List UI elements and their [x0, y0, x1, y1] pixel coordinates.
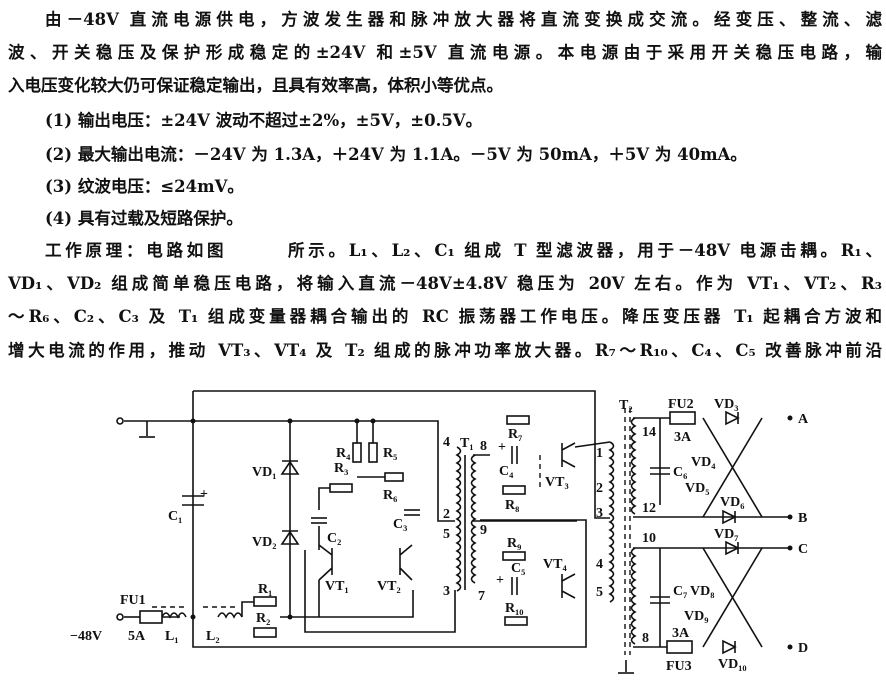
t2-pin: 2: [596, 481, 603, 496]
c4-label: C₄: [499, 464, 514, 479]
fu2-label: FU2: [668, 397, 694, 412]
r3-label: R₃: [334, 461, 348, 476]
output-b-label: B: [798, 511, 807, 526]
text-line: VD₁、VD₂ 组成简单稳压电路，将输入直流－48V±4.8V 稳压为 20V …: [8, 274, 882, 293]
vt1-label: VT₁: [325, 579, 349, 594]
t1-pin: 4: [443, 435, 450, 450]
c1-polarity: +: [200, 487, 208, 502]
vd6-label: VD₆: [720, 495, 744, 510]
t1-pin: 7: [478, 589, 485, 604]
r8-label: R₈: [505, 498, 519, 513]
l2-label: L₂: [206, 629, 220, 644]
spec-item: (4) 具有过载及短路保护。: [45, 209, 243, 228]
t1-pin: 3: [443, 584, 450, 599]
r10-label: R₁₀: [505, 601, 524, 616]
r1-label: R₁: [258, 582, 272, 597]
vd3-label: VD₃: [714, 397, 738, 412]
dashed-lines: [152, 408, 631, 655]
c3-label: C₃: [393, 517, 407, 532]
fu1-label: FU1: [120, 593, 146, 608]
vd1-label: VD₁: [252, 465, 276, 480]
fu1-rating: 5A: [128, 629, 146, 644]
vd10-label: VD₁₀: [718, 657, 747, 672]
vd5-label: VD₅: [685, 481, 709, 496]
text-line: ～R₆、C₂、C₃ 及 T₁ 组成变量器耦合输出的 RC 振荡器工作电压。降压变…: [8, 307, 882, 326]
t1-pin: 2: [443, 507, 450, 522]
t2-label: T₂: [619, 398, 633, 413]
r5-label: R₅: [383, 446, 397, 461]
output-a-label: A: [798, 412, 809, 427]
components: [116, 410, 793, 655]
t2-pin: 5: [596, 585, 603, 600]
r6-label: R₆: [383, 488, 397, 503]
c5-polarity: +: [496, 573, 504, 588]
text-line: 入电压变化较大仍可保证稳定输出，且具有效率高，体积小等优点。: [8, 76, 503, 95]
t1-pin: 9: [480, 523, 487, 538]
c4-polarity: +: [498, 440, 506, 455]
t2-pin: 12: [642, 501, 656, 516]
text-line: 由－48V 直流电源供电，方波发生器和脉冲放大器将直流变换成交流。经变压、整流、…: [45, 10, 882, 29]
t2-pin: 3: [596, 506, 603, 521]
vt2-label: VT₂: [377, 579, 401, 594]
wires: [124, 390, 790, 674]
vd8-label: VD₈: [690, 584, 714, 599]
output-c-label: C: [798, 542, 808, 557]
r9-label: R₉: [507, 536, 521, 551]
spec-item: (3) 纹波电压：≤24mV。: [45, 177, 244, 196]
t1-pin: 5: [443, 527, 450, 542]
text-line: 工作原理：电路如图 所示。L₁、L₂、C₁ 组成 T 型滤波器，用于－48V 电…: [45, 241, 882, 260]
c2-label: C₂: [327, 531, 341, 546]
t2-pin: 14: [642, 425, 656, 440]
vd4-label: VD₄: [691, 455, 716, 470]
t2-pin: 1: [596, 446, 603, 461]
fu3-label: FU3: [666, 659, 692, 674]
l1-label: L₁: [165, 629, 179, 644]
vt3-label: VT₃: [545, 475, 569, 490]
c5-label: C₅: [511, 561, 525, 576]
spec-item: (1) 输出电压：±24V 波动不超过±2%，±5V，±0.5V。: [45, 111, 483, 130]
vd9-label: VD₉: [684, 609, 708, 624]
c6-label: C₆: [673, 465, 687, 480]
t2-pin: 8: [642, 631, 649, 646]
spec-item: (2) 最大输出电流：－24V 为 1.3A，＋24V 为 1.1A。－5V 为…: [45, 145, 747, 164]
vd7-label: VD₇: [714, 527, 738, 542]
t2-pin: 10: [642, 531, 656, 546]
text-line: 增大电流的作用，推动 VT₃、VT₄ 及 T₂ 组成的脉冲功率放大器。R₇～R₁…: [8, 341, 882, 360]
c7-label: C₇: [673, 584, 687, 599]
r7-label: R₇: [508, 427, 522, 442]
r4-label: R₄: [336, 446, 351, 461]
vd2-label: VD₂: [252, 535, 276, 550]
vt4-label: VT₄: [543, 557, 567, 572]
r2-label: R₂: [256, 611, 270, 626]
component-labels: −48V FU1 5A L₁ L₂ C₁ + VD₁ VD₂ R₁ R₂ R₃ …: [70, 397, 809, 674]
text-line: 波、开关稳压及保护形成稳定的±24V 和±5V 直流电源。本电源由于采用开关稳压…: [8, 43, 882, 62]
t1-pin: 8: [480, 439, 487, 454]
input-voltage-label: −48V: [70, 629, 102, 644]
t1-label: T₁: [460, 436, 474, 451]
c1-label: C₁: [168, 509, 182, 524]
output-d-label: D: [798, 641, 808, 656]
t2-pin: 4: [596, 557, 603, 572]
fu2-rating: 3A: [674, 430, 692, 445]
fu3-rating: 3A: [672, 626, 690, 641]
